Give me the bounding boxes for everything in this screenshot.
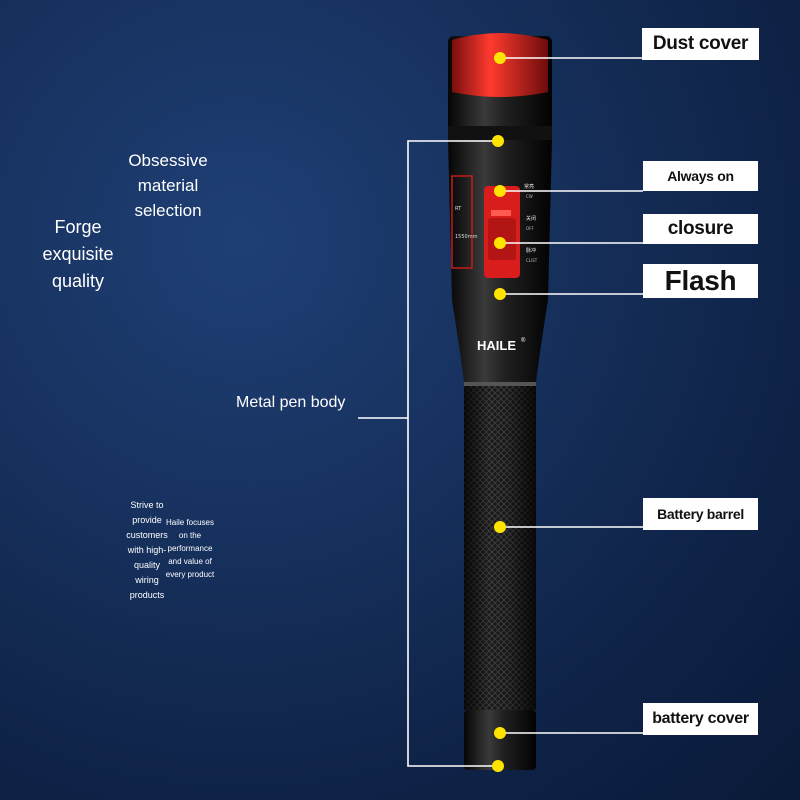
haile-focus-text: Haile focuses on the performance and val…: [165, 518, 215, 579]
battery-cover-callout: battery cover: [643, 703, 758, 735]
switch-label-4: 脉冲: [526, 247, 536, 254]
obsessive-material-text: Obsessive material selection: [128, 151, 208, 220]
flash-callout: Flash: [643, 264, 758, 298]
flash-dot: [494, 288, 506, 300]
battery-cover-end: [464, 710, 536, 770]
switch-label-1: CW: [526, 194, 533, 199]
battery-barrel-dot: [494, 521, 506, 533]
closure-dot: [494, 237, 506, 249]
closure-callout: closure: [643, 214, 758, 244]
battery-barrel-callout: Battery barrel: [643, 498, 758, 530]
switch-label-5: CLIST: [526, 258, 538, 263]
switch-label-2: 关闭: [526, 215, 536, 222]
always-on-callout: Always on: [643, 161, 758, 191]
brand-mark: ®: [521, 337, 526, 344]
forge-quality-text: Forge exquisite quality: [42, 217, 114, 291]
body-top-dot: [492, 135, 504, 147]
always-on-dot: [494, 185, 506, 197]
battery-barrel-body: [464, 382, 536, 710]
brand-label: HAILE: [477, 338, 516, 353]
body-bracket-line: [407, 140, 500, 767]
svg-text:1550mm: 1550mm: [455, 234, 478, 240]
svg-text:RT: RT: [455, 206, 462, 212]
dust-cover-callout: Dust cover: [642, 28, 759, 60]
battery-cover-dot: [494, 727, 506, 739]
switch-label-3: OFF: [526, 226, 534, 231]
switch-label-0: 常亮: [524, 183, 534, 190]
metal-pen-body-label: Metal pen body: [236, 394, 346, 411]
dust-cover-dot: [494, 52, 506, 64]
dust-cover-cap: [448, 33, 552, 140]
mode-switch: [484, 186, 520, 278]
body-bottom-dot: [492, 760, 504, 772]
strive-text: Strive to provide customers with high-qu…: [126, 500, 168, 600]
